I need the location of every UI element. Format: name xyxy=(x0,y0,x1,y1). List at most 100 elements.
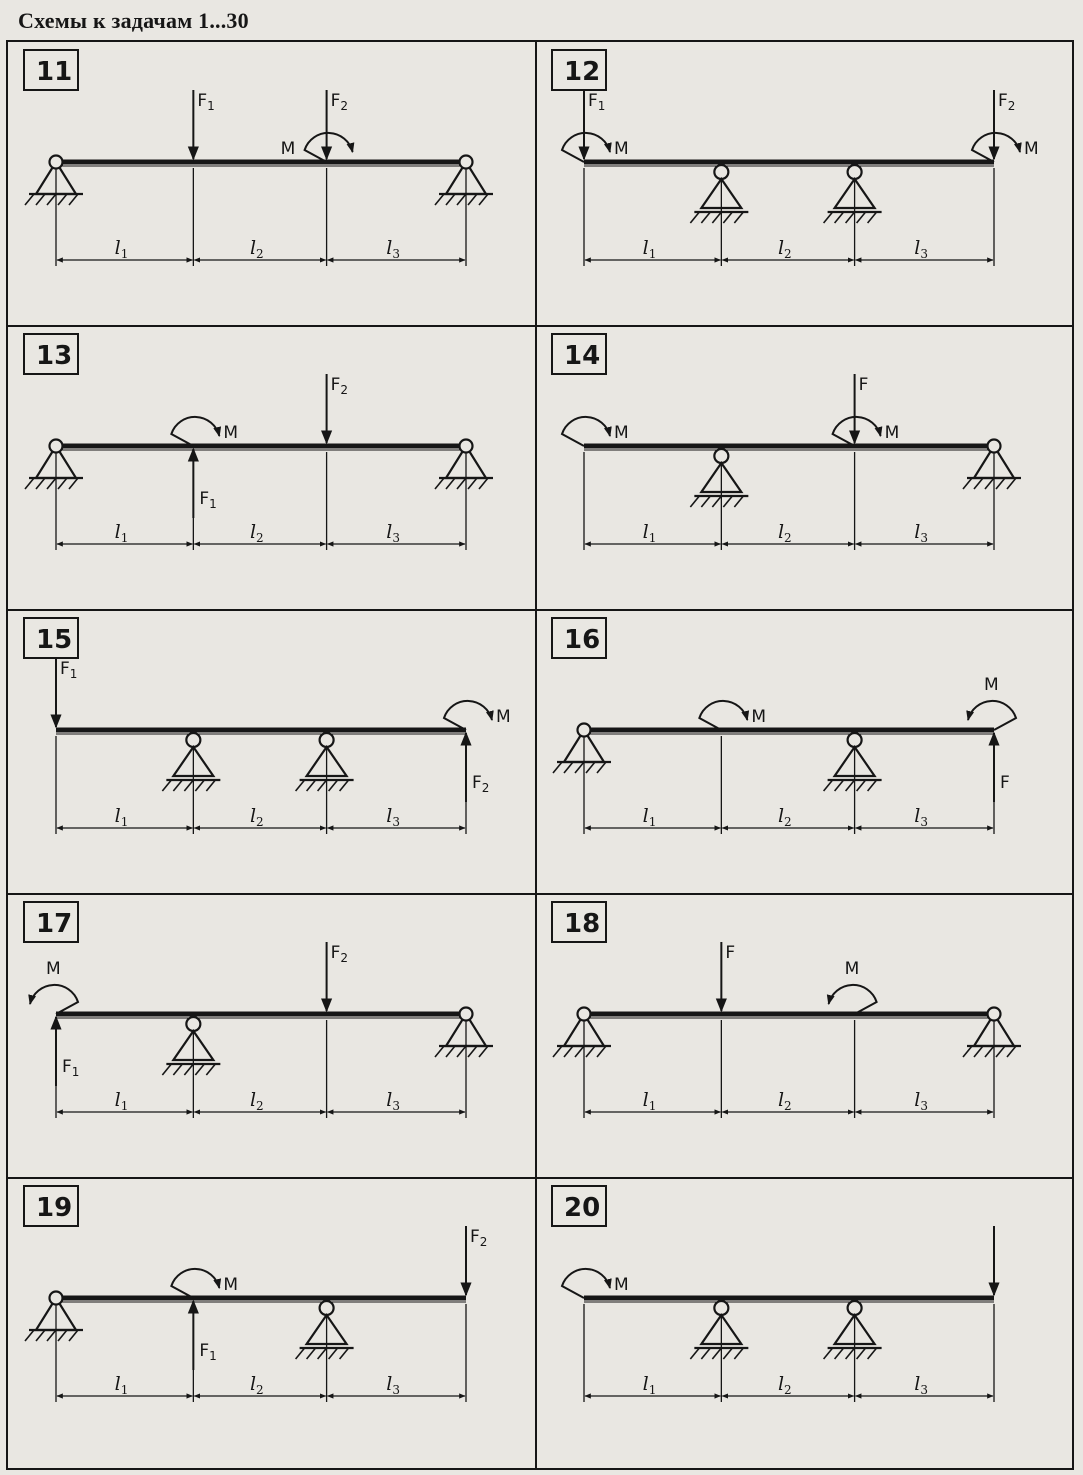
moment-arc xyxy=(826,983,878,1015)
number-frame xyxy=(23,617,79,659)
support-triangle xyxy=(832,1313,877,1346)
load-label: l1 xyxy=(115,237,129,261)
moment-arrow: M xyxy=(560,415,629,447)
ground-hatch xyxy=(24,193,35,206)
ground-hatch xyxy=(194,779,205,792)
roller-circle xyxy=(846,1299,863,1317)
load-label: M xyxy=(845,959,860,979)
force-arrow: F2 xyxy=(460,1226,487,1297)
moment-arc xyxy=(560,1267,612,1299)
ground-hatch xyxy=(434,193,445,206)
scheme-number-box: 16 xyxy=(551,617,607,659)
ground-hatch xyxy=(1006,477,1017,490)
scheme-number-box: 14 xyxy=(551,333,607,375)
load-label: l1 xyxy=(643,805,657,829)
ground-hatch xyxy=(722,1347,733,1360)
pin-support xyxy=(552,722,611,774)
ground-hatch xyxy=(57,193,68,206)
support-triangle xyxy=(171,1029,216,1062)
ground-hatch xyxy=(995,1045,1006,1058)
roller-circle xyxy=(185,731,202,749)
force-arrow: F1 xyxy=(578,90,605,161)
ground-hatch xyxy=(46,477,57,490)
load-label: l2 xyxy=(250,237,264,261)
sheet-border xyxy=(6,40,1074,1470)
moment-arrow: M xyxy=(281,131,355,163)
number-frame xyxy=(23,333,79,375)
moment-arc xyxy=(170,415,222,447)
roller-support xyxy=(689,447,749,508)
scheme-number-box: 12 xyxy=(551,49,607,91)
moment-arc xyxy=(560,131,612,163)
force-arrow: F1 xyxy=(187,447,217,518)
ground-hatch xyxy=(855,1347,867,1360)
load-label: l3 xyxy=(914,805,928,829)
scheme-number-box: 20 xyxy=(551,1185,607,1227)
moment-arrow: M xyxy=(970,131,1039,163)
load-label: M xyxy=(223,423,238,443)
ground-hatch xyxy=(733,1347,744,1360)
roller-support xyxy=(294,731,354,792)
ground-hatch xyxy=(68,1329,79,1342)
support-triangle xyxy=(699,177,744,210)
ground-hatch xyxy=(57,477,68,490)
ground-hatch xyxy=(855,779,867,792)
load-label: l3 xyxy=(386,521,400,545)
ground-hatch xyxy=(822,1347,834,1360)
force-arrow: F2 xyxy=(988,90,1015,161)
load-label: l2 xyxy=(778,237,792,261)
ground-hatch xyxy=(35,477,46,490)
roller-support xyxy=(294,1299,354,1360)
roller-support xyxy=(822,1299,882,1360)
load-label: l3 xyxy=(914,237,928,261)
ground-hatch xyxy=(722,495,733,508)
ground-hatch xyxy=(24,477,35,490)
moment-arrow: M xyxy=(442,699,511,731)
ground-hatch xyxy=(833,1347,845,1360)
hinge-circle xyxy=(48,438,64,454)
force-arrow: F1 xyxy=(50,1015,79,1086)
hinge-circle xyxy=(576,1006,592,1022)
ground-hatch xyxy=(46,193,57,206)
scheme-number-box: 18 xyxy=(551,901,607,943)
ground-hatch xyxy=(563,761,574,774)
moment-arrow: M xyxy=(826,959,878,1015)
load-label: M xyxy=(614,139,629,159)
ground-hatch xyxy=(844,211,856,224)
ground-hatch xyxy=(552,1045,563,1058)
ground-hatch xyxy=(962,1045,973,1058)
load-label: l1 xyxy=(115,805,129,829)
load-label: F xyxy=(859,375,869,395)
load-label: M xyxy=(1024,139,1039,159)
ground-hatch xyxy=(316,779,328,792)
load-label: F1 xyxy=(199,489,216,511)
scheme-number: 14 xyxy=(564,341,600,371)
scheme-number: 17 xyxy=(36,909,72,939)
ground-hatch xyxy=(172,779,183,792)
ground-hatch xyxy=(327,1347,339,1360)
ground-hatch xyxy=(700,495,711,508)
load-label: F1 xyxy=(197,91,214,113)
moment-arrow: M xyxy=(560,131,629,163)
roller-support xyxy=(689,1299,749,1360)
roller-circle xyxy=(713,447,730,465)
ground-hatch xyxy=(973,477,984,490)
number-frame xyxy=(551,901,607,943)
ground-hatch xyxy=(585,1045,596,1058)
pin-support xyxy=(962,1006,1021,1058)
load-label: l2 xyxy=(778,1373,792,1397)
load-label: M xyxy=(46,959,61,979)
ground-hatch xyxy=(445,1045,456,1058)
hinge-circle xyxy=(48,154,64,170)
ground-hatch xyxy=(689,495,700,508)
load-label: l3 xyxy=(914,1373,928,1397)
support-triangle xyxy=(699,461,744,494)
ground-hatch xyxy=(35,193,46,206)
load-label: F xyxy=(1000,773,1010,793)
load-label: M xyxy=(984,675,999,695)
support-triangle xyxy=(699,1313,744,1346)
ground-hatch xyxy=(24,1329,35,1342)
ground-hatch xyxy=(585,761,596,774)
